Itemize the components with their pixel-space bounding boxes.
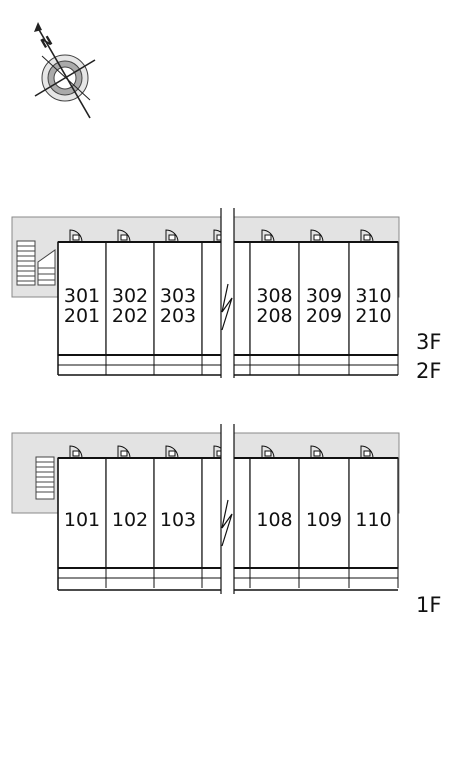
unit-room (57, 457, 107, 569)
unit: 108 (249, 445, 300, 588)
door-icon (165, 445, 179, 459)
unit: 103 (153, 445, 203, 588)
unit-label: 209 (306, 305, 342, 327)
door-icon (69, 445, 83, 459)
unit-label: 309 (306, 285, 342, 307)
door-icon (261, 229, 275, 243)
door-icon (117, 229, 131, 243)
unit-label: 208 (256, 305, 292, 327)
unit-label: 103 (160, 509, 196, 531)
unit-label: 303 (160, 285, 196, 307)
floor-label-3f: 3F (416, 330, 441, 354)
unit: 101 (57, 445, 107, 588)
unit-room (249, 241, 300, 356)
unit-label: 109 (306, 509, 342, 531)
unit-room (348, 241, 399, 356)
stairs (35, 456, 55, 500)
unit-label: 301 (64, 285, 100, 307)
unit-label: 108 (256, 509, 292, 531)
unit: 109 (298, 445, 350, 588)
door-icon (310, 229, 324, 243)
unit-room (105, 241, 155, 356)
unit-label: 101 (64, 509, 100, 531)
unit-label: 310 (355, 285, 391, 307)
door-icon (360, 229, 374, 243)
door-icon (69, 229, 83, 243)
stairs (16, 240, 56, 286)
unit: 110 (348, 445, 399, 588)
door-icon (261, 445, 275, 459)
unit-room (153, 241, 203, 356)
unit-label: 210 (355, 305, 391, 327)
north-label: N (39, 34, 56, 52)
unit-label: 102 (112, 509, 148, 531)
door-icon (310, 445, 324, 459)
door-icon (117, 445, 131, 459)
door-icon (360, 445, 374, 459)
unit-room (105, 457, 155, 569)
unit-label: 302 (112, 285, 148, 307)
door-icon (165, 229, 179, 243)
unit: 102 (105, 445, 155, 588)
unit-label: 201 (64, 305, 100, 327)
lower-block: 101 102 103 108 109 110 1F (11, 424, 441, 617)
unit-label: 203 (160, 305, 196, 327)
unit-room (153, 457, 203, 569)
unit-label: 308 (256, 285, 292, 307)
unit-label: 202 (112, 305, 148, 327)
break-symbol (220, 208, 235, 378)
compass-rose-icon: N (34, 22, 96, 119)
unit-label: 110 (355, 509, 391, 531)
break-symbol (220, 424, 235, 594)
floor-label-2f: 2F (416, 359, 441, 383)
floor-label-1f: 1F (416, 593, 441, 617)
